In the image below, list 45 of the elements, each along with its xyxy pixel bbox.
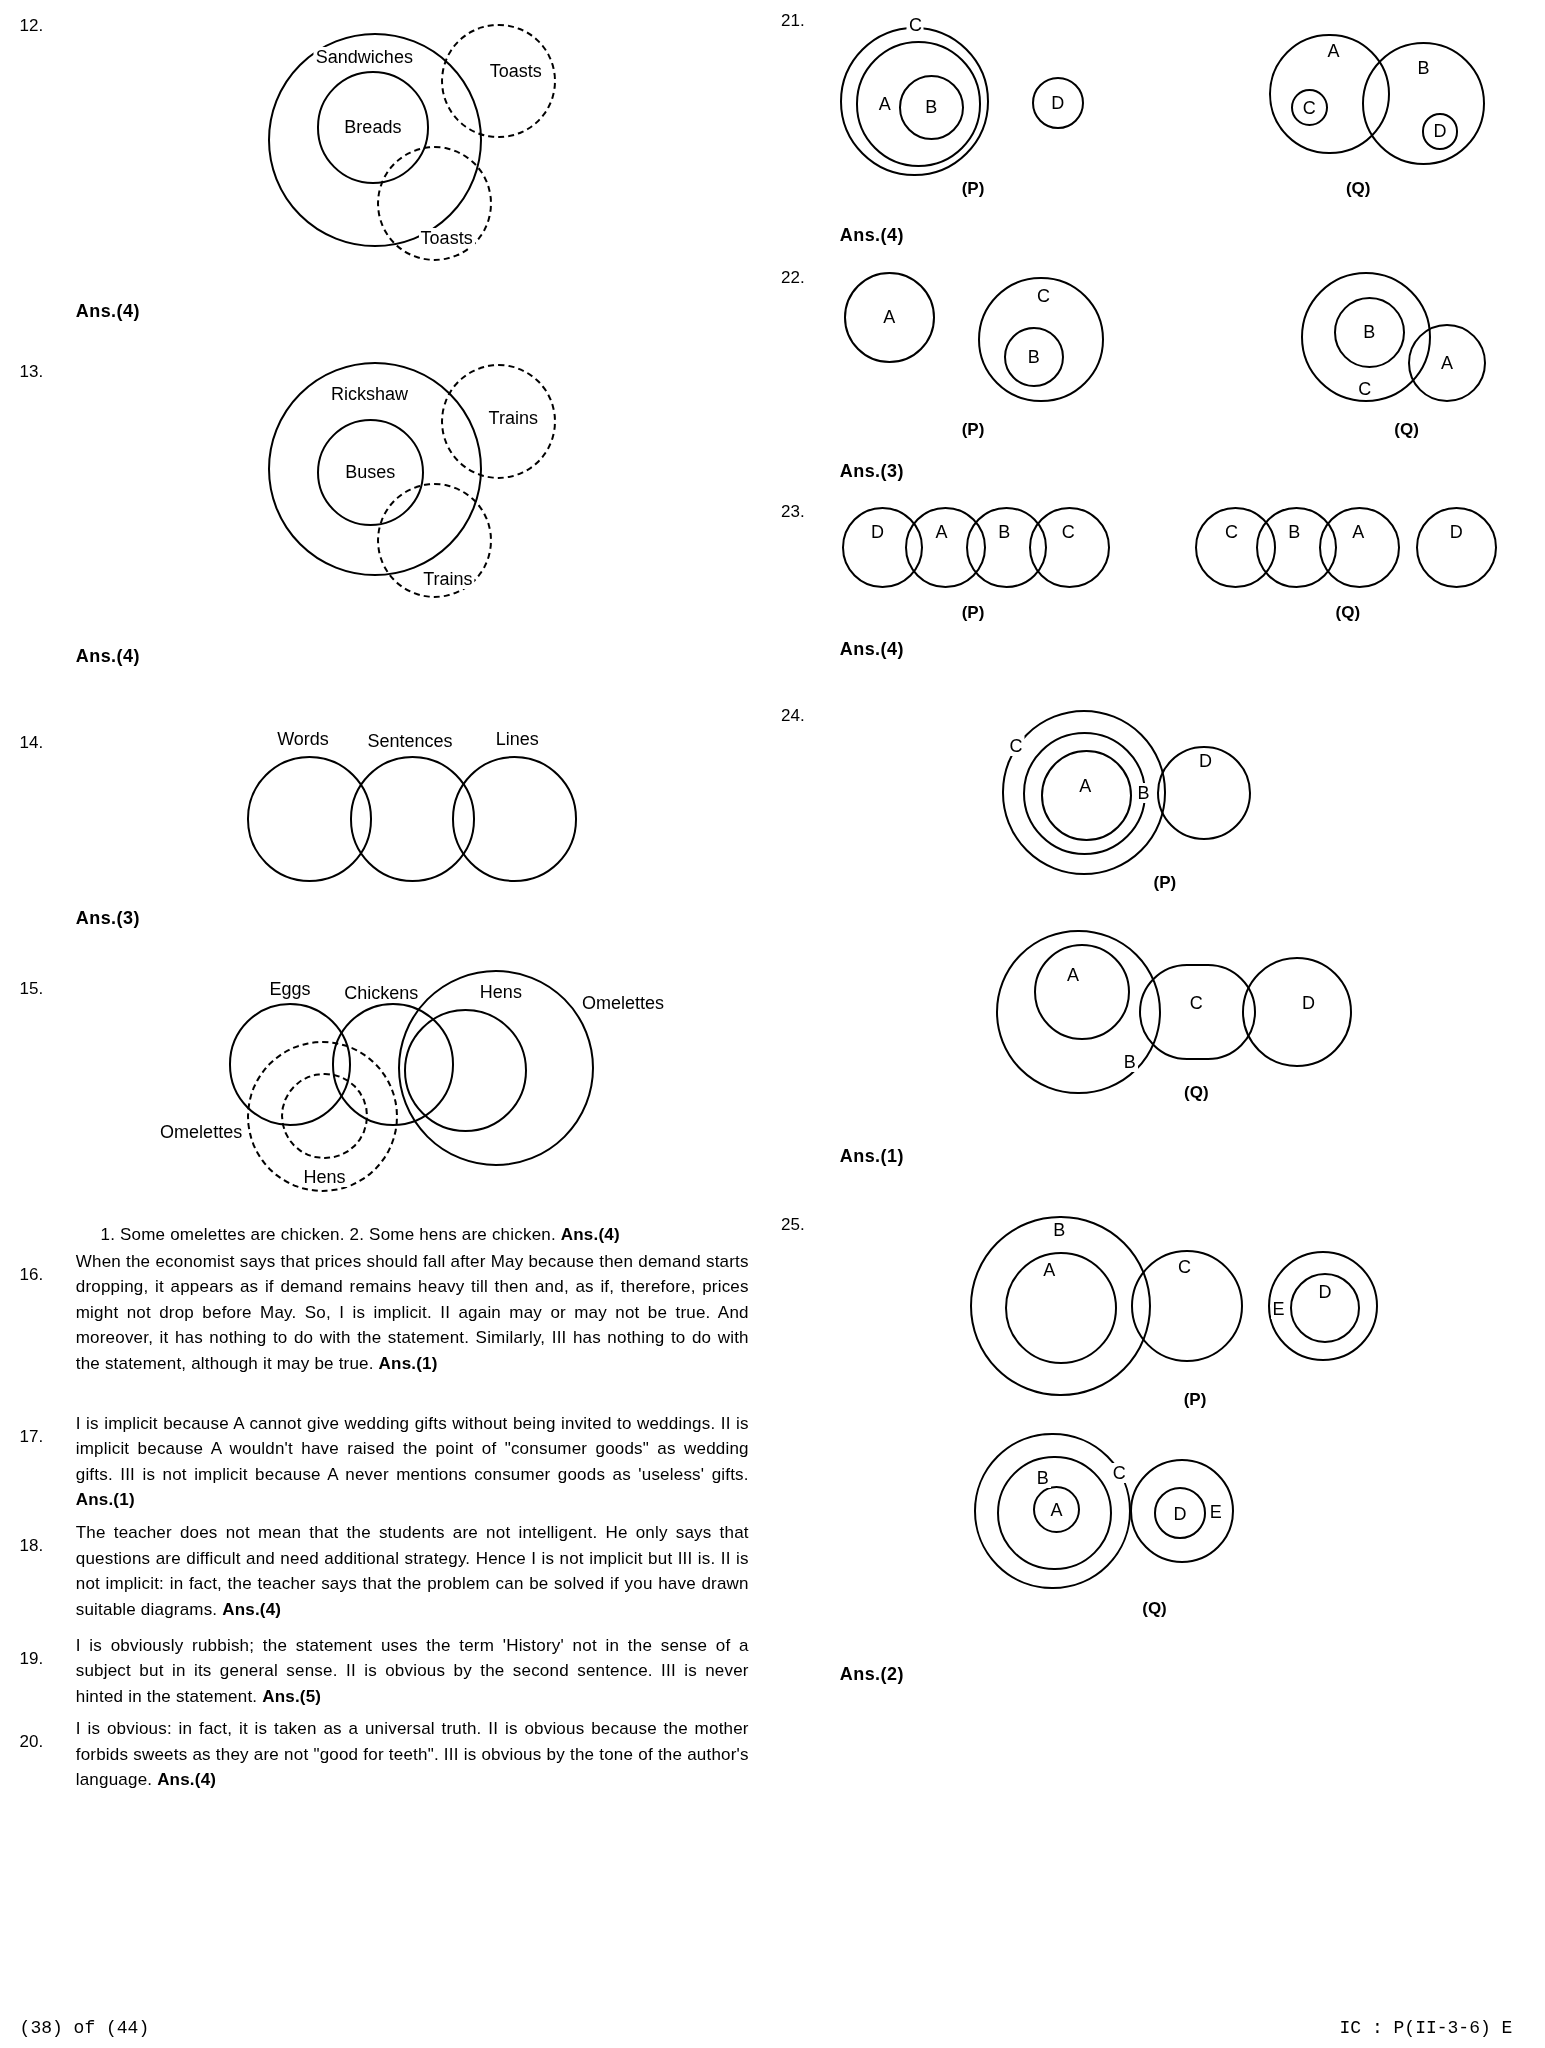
question-number: 21. bbox=[781, 10, 805, 33]
question-number: 16. bbox=[19, 1263, 44, 1286]
diagram-caption: (Q) bbox=[1184, 1082, 1209, 1105]
diagram-caption: (Q) bbox=[1335, 601, 1361, 624]
answer-label: Ans.(3) bbox=[75, 906, 140, 930]
question-number: 14. bbox=[19, 732, 44, 755]
question-number: 23. bbox=[781, 501, 805, 524]
circle-label: Hens bbox=[301, 1167, 348, 1188]
question-number: 25. bbox=[781, 1214, 805, 1237]
footer-code: IC : P(II-3-6) E bbox=[1339, 2016, 1513, 2040]
diagram-caption: (P) bbox=[1153, 872, 1177, 895]
diagram-caption: (P) bbox=[1183, 1389, 1207, 1412]
answer-label: Ans.(4) bbox=[75, 644, 140, 668]
circle-label: C bbox=[1110, 1463, 1128, 1484]
question-number: 18. bbox=[19, 1535, 44, 1558]
answer-label: Ans.(4) bbox=[839, 637, 904, 661]
answer-sentence: 1. Some omelettes are chicken. 2. Some hens are chicken. Ans.(4) bbox=[100, 1224, 620, 1247]
question-number: 22. bbox=[781, 267, 805, 290]
question-number: 15. bbox=[19, 977, 44, 1000]
answer-label: Ans.(1) bbox=[839, 1144, 904, 1168]
question-number: 13. bbox=[19, 361, 44, 384]
answer-label: Ans.(4) bbox=[75, 299, 140, 323]
question-number: 20. bbox=[19, 1731, 44, 1754]
question-number: 19. bbox=[19, 1647, 44, 1670]
circle-label: B bbox=[1135, 783, 1152, 804]
page-number: (38) of (44) bbox=[19, 2016, 150, 2040]
diagram-caption: (P) bbox=[961, 601, 985, 624]
explanation-paragraph: When the economist says that prices should fall after May because then demand starts dropping, it appears as if demand remains heavy till then and, as if, therefore, prices might not drop before May. So, I is implicit. II again may or may not be true. And moreover, it has nothing to do with the statement. Similarly, III has nothing to do with the statement, although it may be true. Ans.(1) bbox=[75, 1250, 749, 1375]
explanation-paragraph: The teacher does not mean that the students are not intelligent. He only says that questions are difficult and need additional strategy. Hence I is not implicit but III is. II is not implicit: in fact, the teacher says that the problem can be solved if you have drawn suitable diagrams. Ans.(4) bbox=[75, 1522, 749, 1621]
question-number: 17. bbox=[19, 1425, 44, 1448]
diagram-caption: (Q) bbox=[1142, 1598, 1167, 1621]
diagram-caption: (Q) bbox=[1394, 418, 1419, 441]
explanation-paragraph: I is obviously rubbish; the statement uses the term 'History' not in the sense of a subject but in its general sense. II is obvious by the second sentence. III is never hinted in the statement. Ans.(5) bbox=[75, 1634, 749, 1708]
answer-label: Ans.(2) bbox=[839, 1662, 904, 1686]
answer-label: Ans.(3) bbox=[839, 459, 904, 483]
answer-label: Ans.(4) bbox=[839, 223, 904, 247]
diagram-caption: (P) bbox=[961, 178, 985, 201]
explanation-paragraph: I is obvious: in fact, it is taken as a universal truth. II is obvious because the mother forbids sweets as they are not "good for teeth". III is obvious by the tone of the author's language. Ans.(4) bbox=[75, 1718, 749, 1792]
question-number: 12. bbox=[19, 15, 44, 38]
question-number: 24. bbox=[781, 704, 805, 727]
circle-label: C bbox=[1007, 735, 1025, 756]
explanation-paragraph: I is implicit because A cannot give wedding gifts without being invited to weddings. II is implicit because A wouldn't have raised the point of "consumer goods" as wedding gifts. III is not implicit because A never mentions consumer goods as 'useless' gifts. Ans.(1) bbox=[75, 1412, 749, 1512]
circle-label: Toasts bbox=[418, 227, 475, 248]
diagram-caption: (Q) bbox=[1345, 178, 1371, 201]
diagram-caption: (P) bbox=[961, 418, 985, 441]
